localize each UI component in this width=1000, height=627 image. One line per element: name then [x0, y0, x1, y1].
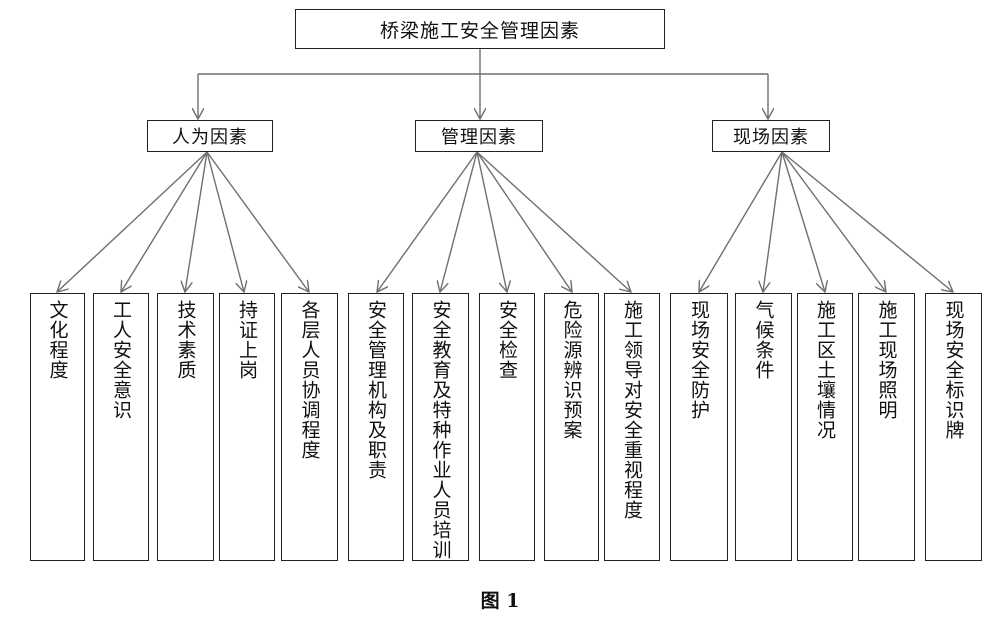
leaf-label: 气候条件	[752, 300, 775, 380]
leaf-arrow	[476, 151, 507, 292]
leaf-arrow	[781, 151, 953, 292]
leaf-node: 安全管理机构及职责	[348, 293, 404, 561]
leaf-node: 施工领导对安全重视程度	[604, 293, 660, 561]
leaf-label: 施工现场照明	[875, 300, 898, 420]
leaf-label: 技术素质	[174, 300, 197, 380]
leaf-arrow	[476, 151, 572, 292]
leaf-arrow	[206, 151, 309, 292]
leaf-arrow	[440, 151, 478, 292]
leaf-label: 施工区土壤情况	[814, 300, 836, 440]
category-label: 管理因素	[441, 127, 517, 148]
leaf-label: 安全教育及特种作业人员培训	[429, 300, 452, 560]
leaf-arrow	[206, 151, 244, 292]
leaf-arrow	[699, 151, 783, 292]
leaf-arrow	[185, 151, 208, 292]
leaf-label: 安全管理机构及职责	[365, 300, 387, 480]
leaf-label: 安全检查	[496, 300, 518, 380]
leaf-label: 工人安全意识	[110, 300, 132, 420]
leaf-node: 危险源辨识预案	[544, 293, 599, 561]
leaf-node: 技术素质	[157, 293, 214, 561]
leaf-node: 各层人员协调程度	[281, 293, 338, 561]
leaf-arrow	[121, 151, 208, 292]
leaf-label: 持证上岗	[236, 300, 258, 380]
leaf-node: 持证上岗	[219, 293, 275, 561]
category-label: 现场因素	[733, 127, 809, 148]
leaf-arrow	[781, 151, 886, 292]
category-node-site: 现场因素	[712, 120, 830, 152]
leaf-node: 安全教育及特种作业人员培训	[412, 293, 469, 561]
leaf-arrow	[57, 151, 208, 292]
root-node: 桥梁施工安全管理因素	[295, 9, 665, 49]
leaf-label: 危险源辨识预案	[560, 300, 583, 440]
leaf-arrow	[781, 151, 825, 292]
leaf-arrow	[377, 151, 478, 292]
leaf-node: 气候条件	[735, 293, 792, 561]
figure-caption: 图 1	[480, 590, 520, 612]
leaf-node: 施工现场照明	[858, 293, 915, 561]
root-node-label: 桥梁施工安全管理因素	[379, 19, 580, 42]
leaf-node: 工人安全意识	[93, 293, 149, 561]
leaf-node: 安全检查	[479, 293, 535, 561]
leaf-arrow	[763, 151, 783, 292]
category-node-human: 人为因素	[147, 120, 273, 152]
leaf-node: 施工区土壤情况	[797, 293, 853, 561]
category-node-management: 管理因素	[415, 120, 543, 152]
category-label: 人为因素	[172, 127, 248, 148]
leaf-arrow	[476, 151, 631, 292]
leaf-label: 现场安全防护	[688, 300, 710, 420]
leaf-label: 现场安全标识牌	[942, 300, 965, 440]
leaf-label: 文化程度	[46, 300, 69, 380]
leaf-node: 现场安全标识牌	[925, 293, 982, 561]
leaf-node: 现场安全防护	[670, 293, 728, 561]
leaf-label: 施工领导对安全重视程度	[621, 300, 643, 520]
leaf-label: 各层人员协调程度	[298, 300, 321, 460]
leaf-node: 文化程度	[30, 293, 85, 561]
